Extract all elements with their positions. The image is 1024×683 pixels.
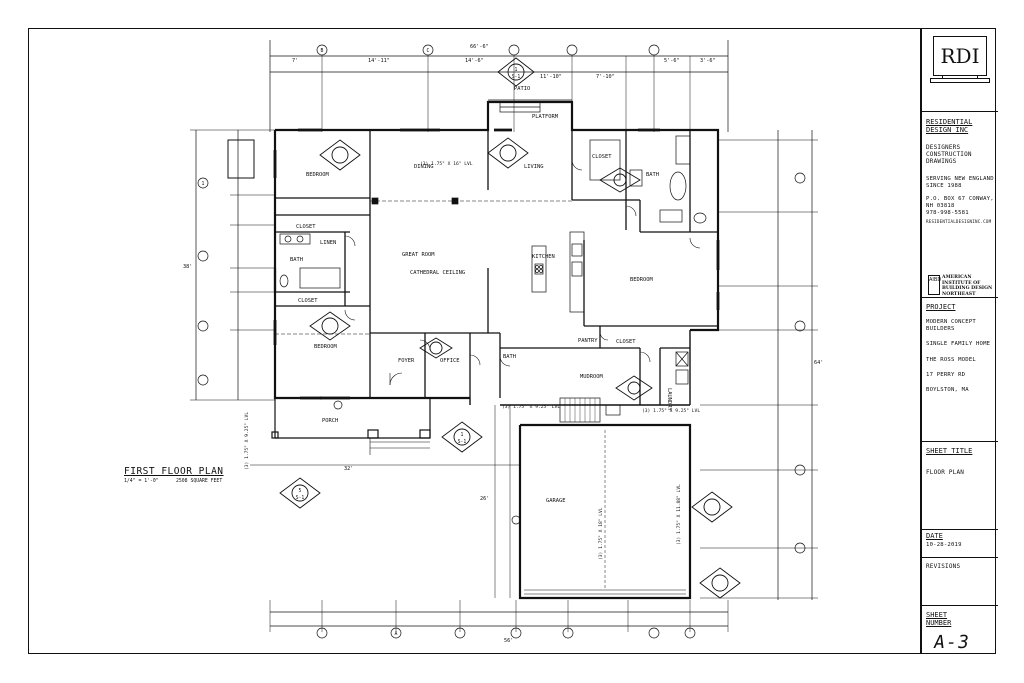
dim-overall-left: 38': [183, 264, 192, 270]
revisions-label: REVISIONS: [926, 563, 961, 570]
grid-bubble-a: A: [395, 631, 398, 637]
date-value: 10-28-2019: [926, 542, 962, 548]
dim-top-3: 14'-6": [465, 58, 484, 64]
grid-bubble-b: B: [321, 48, 324, 54]
room-mudroom: MUDROOM: [580, 374, 603, 380]
floor-plan-scale: 1/4" = 1'-0": [124, 479, 159, 484]
dim-left-garage: 26': [480, 496, 489, 502]
title-block-company-section: RESIDENTIAL DESIGN INC DESIGNERS CONSTRU…: [922, 112, 998, 298]
room-bath-w: BATH: [290, 257, 303, 263]
room-closet-1: CLOSET: [296, 224, 316, 230]
room-bedroom-nw: BEDROOM: [306, 172, 329, 178]
section-2-number: 1: [461, 432, 464, 438]
company-name: RESIDENTIAL DESIGN INC: [926, 118, 973, 134]
room-platform: PLATFORM: [532, 114, 559, 120]
section-2-sheet: S-1: [458, 439, 467, 445]
title-block-sheet-number-section: SHEET NUMBER A-3: [922, 606, 998, 654]
dim-top-6: 5'-6": [664, 58, 680, 64]
aibd-text: AMERICAN INSTITUTE OF BUILDING DESIGN NO…: [942, 275, 993, 297]
floor-plan-title: FIRST FLOOR PLAN: [124, 466, 224, 477]
dim-bottom-overall: 56': [504, 638, 513, 644]
title-block-project-section: PROJECT MODERN CONCEPT BUILDERS SINGLE F…: [922, 298, 998, 442]
section-1-sheet: S-1: [512, 74, 521, 80]
floor-plan-drawing: 66'-6" 7' 14'-11" 14'-6" 11'-10" 7'-10" …: [183, 40, 823, 644]
room-pantry: PANTRY: [578, 338, 598, 344]
title-block-sheet-title-section: SHEET TITLE FLOOR PLAN: [922, 442, 998, 530]
room-closet-4: CLOSET: [616, 339, 636, 345]
dim-porch-length: 32': [344, 466, 353, 472]
grid-bubble-1: 1: [202, 181, 205, 187]
aibd-logo-icon: AIBD: [928, 275, 941, 295]
dim-top-5: 7'-10": [596, 74, 615, 80]
beam-label-6: (3) 1.75" X 9.25" LVL: [244, 412, 250, 470]
project-line-3: THE ROSS MODEL: [926, 356, 976, 363]
rdi-logo: RDI: [933, 36, 987, 76]
beam-label-1: (3) 1.75" X 16" LVL: [420, 161, 473, 167]
grid-bubble-labels: A B C 1: [202, 48, 430, 637]
logo-monitor-stand-icon: [942, 75, 978, 79]
section-3-number: 5: [299, 488, 302, 494]
project-line-4: 17 PERRY RD: [926, 371, 966, 378]
dim-top-4: 11'-10": [540, 74, 562, 80]
dim-top-1: 7': [292, 58, 298, 64]
sheet-number-label: SHEET NUMBER: [926, 611, 952, 627]
room-patio: PATIO: [514, 86, 530, 92]
beam-label-4: (3) 1.75" X 18" LVL: [598, 507, 604, 560]
room-great-room: GREAT ROOM: [402, 252, 435, 258]
project-line-2: SINGLE FAMILY HOME: [926, 341, 991, 348]
company-services: DESIGNERS CONSTRUCTION DRAWINGS: [926, 144, 972, 166]
section-3-sheet: S-1: [296, 495, 305, 501]
dimension-labels: 66'-6" 7' 14'-11" 14'-6" 11'-10" 7'-10" …: [183, 44, 823, 644]
room-bath-small: BATH: [503, 354, 516, 360]
room-bedroom-e: BEDROOM: [630, 277, 653, 283]
project-line-5: BOYLSTON, MA: [926, 387, 969, 394]
room-closet-2: CLOSET: [298, 298, 318, 304]
room-kitchen: KITCHEN: [532, 254, 555, 260]
sheet-title: FLOOR PLAN: [926, 469, 965, 476]
project-line-1: MODERN CONCEPT BUILDERS: [926, 319, 976, 333]
company-serving: SERVING NEW ENGLAND SINCE 1988: [926, 175, 994, 189]
logo-monitor-base-icon: [930, 78, 990, 83]
date-label: DATE: [926, 532, 943, 540]
room-labels: BEDROOM BEDROOM BEDROOM CLOSET CLOSET CL…: [290, 86, 672, 504]
title-block: RDI RESIDENTIAL DESIGN INC DESIGNERS CON…: [920, 28, 998, 654]
dim-overall-top: 66'-6": [470, 44, 489, 50]
room-cathedral: CATHEDRAL CEILING: [410, 270, 465, 276]
room-foyer: FOYER: [398, 358, 415, 364]
title-block-date-section: DATE 10-28-2019: [922, 530, 998, 558]
dim-overall-right: 64': [814, 360, 823, 366]
dim-top-2: 14'-11": [368, 58, 390, 64]
room-garage: GARAGE: [546, 498, 565, 504]
section-1-number: 1: [515, 67, 518, 73]
room-living: LIVING: [524, 164, 543, 170]
room-dining: DINING: [414, 164, 433, 170]
room-bath-e: BATH: [646, 172, 659, 178]
sheet-title-label: SHEET TITLE: [926, 447, 973, 455]
drawing-sheet-border: [28, 28, 996, 654]
beam-label-5: (3) 1.75" X 11.88" LVL: [676, 484, 682, 545]
company-email: RESIDENTIALDESIGNINC.COM: [926, 218, 992, 224]
title-block-logo-section: RDI: [922, 28, 998, 112]
room-porch: PORCH: [322, 418, 338, 424]
section-marker-labels: 1 S-1 1 S-1 5 S-1: [296, 67, 521, 501]
floor-plan-square-feet: 2508 SQUARE FEET: [176, 479, 223, 484]
beam-label-3: (3) 1.75" X 9.25" LVL: [642, 408, 700, 414]
room-closet-3: CLOSET: [592, 154, 612, 160]
project-label: PROJECT: [926, 303, 956, 311]
room-linen: LINEN: [320, 240, 336, 246]
room-laundry: LAUNDRY: [666, 388, 672, 411]
grid-bubble-c: C: [427, 48, 430, 54]
company-address: P.O. BOX 67 CONWAY, NH 03818: [926, 196, 994, 210]
room-office: OFFICE: [440, 358, 459, 364]
title-block-revisions-section: REVISIONS: [922, 558, 998, 606]
company-phone: 978-998-5581: [926, 210, 969, 217]
beam-labels: (3) 1.75" X 16" LVL (3) 1.75" X 9.25" LV…: [244, 161, 700, 560]
sheet-number: A-3: [932, 632, 972, 653]
beam-label-2: (3) 1.75" X 9.25" LVL: [502, 404, 560, 410]
dim-top-7: 3'-6": [700, 58, 716, 64]
room-bedroom-w: BEDROOM: [314, 344, 337, 350]
